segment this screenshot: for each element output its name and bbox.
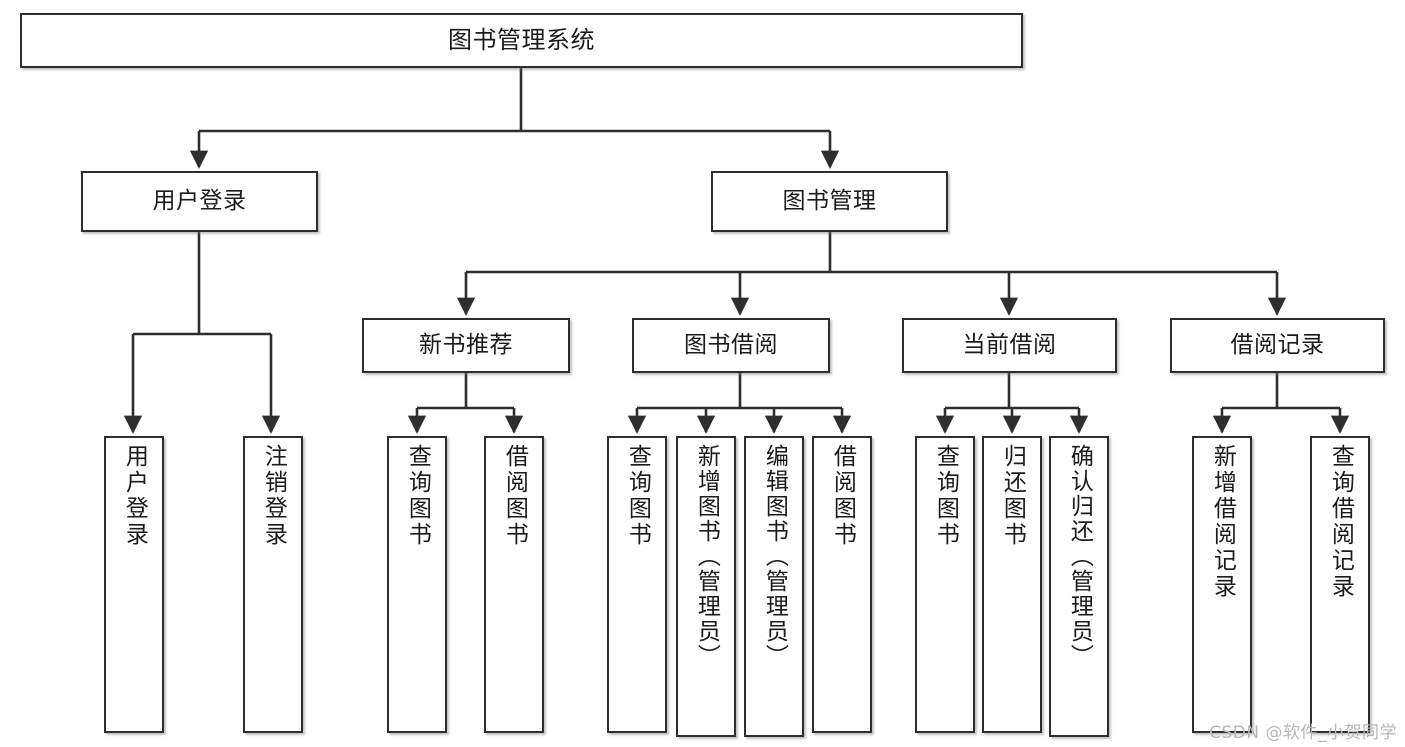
node-new-book-recommend-label: 新书推荐: [419, 332, 513, 359]
node-leaf-query-book-2[interactable]: 查询图书: [607, 436, 667, 733]
node-current-borrow-label: 当前借阅: [962, 332, 1057, 359]
node-leaf-return-book[interactable]: 归还图书: [982, 436, 1042, 733]
node-leaf-user-logout-label: 注销登录: [260, 444, 287, 548]
node-book-borrow-label: 图书借阅: [684, 332, 778, 359]
node-root[interactable]: 图书管理系统: [20, 13, 1023, 68]
node-book-manage-label: 图书管理: [782, 188, 877, 215]
node-leaf-add-book[interactable]: 新增图书（管理员）: [676, 436, 736, 737]
node-leaf-confirm-return-label: 确认归还（管理员）: [1066, 444, 1093, 669]
node-leaf-query-record-label: 查询借阅记录: [1327, 444, 1354, 600]
node-leaf-edit-book[interactable]: 编辑图书（管理员）: [744, 436, 804, 737]
node-user-login[interactable]: 用户登录: [81, 171, 318, 232]
node-leaf-query-book-2-label: 查询图书: [624, 444, 651, 548]
node-user-login-label: 用户登录: [152, 188, 247, 215]
node-leaf-borrow-book-2[interactable]: 借阅图书: [812, 436, 872, 733]
node-leaf-add-record[interactable]: 新增借阅记录: [1192, 436, 1252, 733]
node-leaf-edit-book-label: 编辑图书（管理员）: [761, 444, 788, 669]
node-leaf-user-logout[interactable]: 注销登录: [243, 436, 303, 733]
node-book-borrow[interactable]: 图书借阅: [632, 318, 830, 373]
node-leaf-user-login[interactable]: 用户登录: [104, 436, 164, 733]
node-root-label: 图书管理系统: [448, 25, 595, 54]
node-leaf-return-book-label: 归还图书: [999, 444, 1026, 548]
node-leaf-query-book-3-label: 查询图书: [932, 444, 959, 548]
node-leaf-query-record[interactable]: 查询借阅记录: [1310, 436, 1370, 733]
node-new-book-recommend[interactable]: 新书推荐: [362, 318, 570, 373]
node-leaf-borrow-book-1-label: 借阅图书: [501, 444, 528, 548]
node-leaf-add-record-label: 新增借阅记录: [1209, 444, 1236, 600]
node-borrow-record[interactable]: 借阅记录: [1170, 318, 1385, 373]
node-current-borrow[interactable]: 当前借阅: [902, 318, 1117, 373]
node-leaf-add-book-label: 新增图书（管理员）: [693, 444, 720, 669]
node-leaf-query-book-3[interactable]: 查询图书: [915, 436, 975, 733]
node-leaf-borrow-book-1[interactable]: 借阅图书: [484, 436, 544, 733]
node-leaf-confirm-return[interactable]: 确认归还（管理员）: [1049, 436, 1109, 737]
node-leaf-query-book-1[interactable]: 查询图书: [387, 436, 447, 733]
node-book-manage[interactable]: 图书管理: [711, 171, 948, 232]
watermark: CSDN @软件_小贺同学: [1209, 723, 1397, 743]
node-leaf-query-book-1-label: 查询图书: [404, 444, 431, 548]
node-borrow-record-label: 借阅记录: [1230, 332, 1325, 359]
node-leaf-borrow-book-2-label: 借阅图书: [829, 444, 856, 548]
node-leaf-user-login-label: 用户登录: [121, 444, 148, 548]
